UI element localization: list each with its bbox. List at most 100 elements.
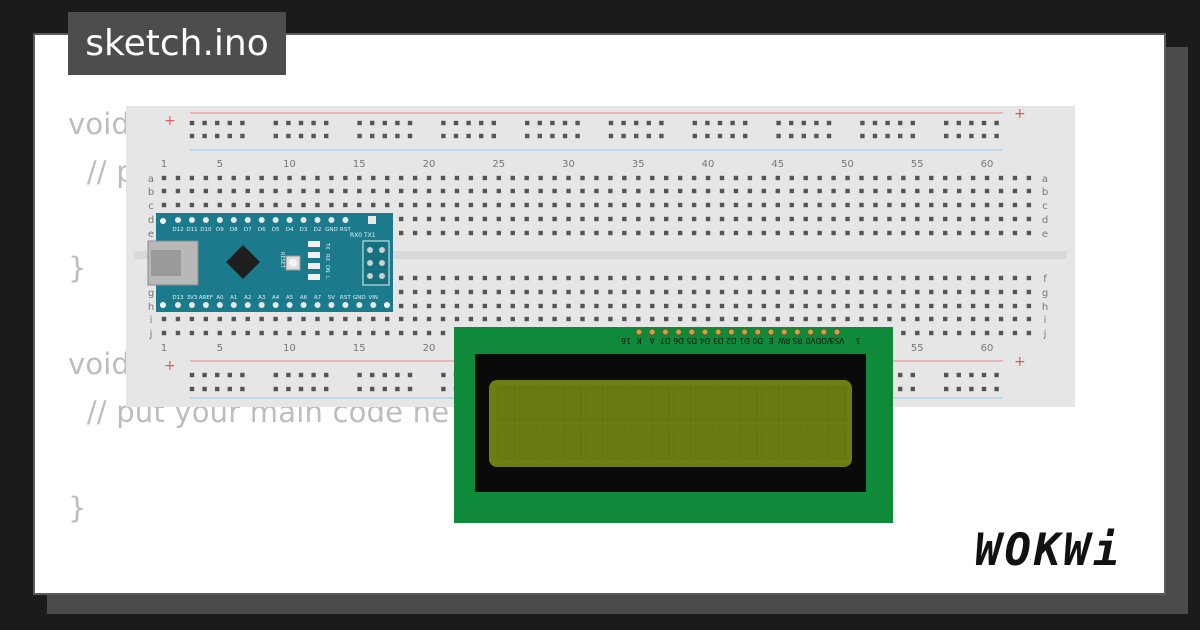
arduino-pin[interactable]: [216, 302, 223, 308]
breadboard-hole: [831, 202, 836, 208]
rail-hole: [189, 386, 195, 392]
arduino-pin[interactable]: [370, 302, 377, 308]
arduino-pin[interactable]: [300, 217, 307, 223]
row-letter: b: [1042, 187, 1048, 198]
breadboard-hole: [636, 289, 641, 295]
breadboard-hole: [901, 188, 906, 194]
breadboard-hole: [440, 275, 446, 281]
lcd-pin[interactable]: [635, 328, 643, 336]
rail-hole: [395, 386, 400, 392]
file-tab[interactable]: sketch.ino: [68, 12, 286, 75]
arduino-pin[interactable]: [342, 302, 349, 308]
breadboard-hole: [677, 303, 683, 309]
arduino-pin[interactable]: [188, 302, 195, 308]
lcd-pin[interactable]: [780, 328, 788, 336]
lcd-pin[interactable]: [807, 328, 815, 336]
arduino-pin[interactable]: [175, 217, 181, 223]
row-letter: d: [1042, 215, 1048, 226]
arduino-pin[interactable]: [258, 302, 265, 308]
rail-hole: [994, 386, 999, 392]
rail-hole: [227, 372, 232, 378]
lcd-pin[interactable]: [833, 328, 841, 336]
usb-port: [151, 250, 181, 276]
lcd-pin[interactable]: [727, 328, 735, 336]
breadboard-hole: [622, 289, 627, 295]
breadboard-hole: [440, 303, 446, 309]
arduino-pin[interactable]: [188, 217, 195, 223]
arduino-pin[interactable]: [258, 217, 265, 223]
breadboard-hole: [789, 188, 794, 194]
arduino-pin-label: GND: [353, 295, 366, 301]
arduino-pin-label: VIN: [369, 295, 379, 301]
arduino-pin[interactable]: [175, 302, 181, 308]
column-number: 25: [492, 159, 505, 170]
breadboard-hole: [412, 230, 418, 236]
breadboard-hole: [217, 175, 222, 181]
arduino-pin[interactable]: [356, 302, 363, 308]
arduino-pin[interactable]: [342, 217, 349, 223]
rail-hole: [189, 120, 195, 126]
rail-hole: [814, 133, 819, 139]
breadboard-hole: [956, 289, 962, 295]
lcd-pin[interactable]: [648, 328, 656, 336]
breadboard-hole: [468, 303, 474, 309]
breadboard-hole: [775, 216, 780, 222]
lcd-pin-label: V0: [805, 336, 815, 345]
breadboard-center-channel: [134, 251, 1067, 259]
breadboard-hole: [1012, 188, 1018, 194]
breadboard-hole: [789, 316, 794, 322]
arduino-pin[interactable]: [314, 302, 321, 308]
breadboard-hole: [775, 202, 780, 208]
arduino-pin[interactable]: [314, 217, 321, 223]
lcd-pin[interactable]: [754, 328, 762, 336]
arduino-pin[interactable]: [202, 217, 209, 223]
arduino-pin[interactable]: [300, 302, 307, 308]
arduino-pin[interactable]: [202, 302, 209, 308]
arduino-pin[interactable]: [286, 217, 293, 223]
lcd-pin[interactable]: [793, 328, 801, 336]
breadboard-hole: [315, 316, 320, 322]
lcd-pin[interactable]: [714, 328, 722, 336]
breadboard-hole: [873, 188, 878, 194]
lcd-pin[interactable]: [741, 328, 749, 336]
breadboard-hole: [482, 303, 488, 309]
breadboard-hole: [301, 202, 306, 208]
rail-hole: [466, 120, 471, 126]
arduino-pin[interactable]: [272, 217, 279, 223]
arduino-pin[interactable]: [286, 302, 293, 308]
breadboard-hole: [650, 316, 655, 322]
breadboard-hole: [552, 275, 557, 281]
arduino-pin[interactable]: [230, 217, 237, 223]
arduino-pin[interactable]: [368, 216, 376, 224]
breadboard-hole: [733, 303, 739, 309]
column-number: 50: [841, 159, 854, 170]
lcd-pin[interactable]: [820, 328, 828, 336]
breadboard-hole: [398, 230, 404, 236]
arduino-pin[interactable]: [216, 217, 223, 223]
breadboard-hole: [761, 230, 767, 236]
breadboard-hole: [440, 289, 446, 295]
arduino-pin[interactable]: [328, 302, 335, 308]
arduino-pin[interactable]: [244, 217, 251, 223]
arduino-pin[interactable]: [272, 302, 279, 308]
arduino-pin[interactable]: [328, 217, 335, 223]
breadboard-hole: [929, 202, 934, 208]
lcd-pin[interactable]: [661, 328, 669, 336]
lcd-pin[interactable]: [767, 328, 775, 336]
breadboard-hole: [496, 275, 501, 281]
arduino-pin[interactable]: [230, 302, 237, 308]
breadboard-hole: [329, 202, 334, 208]
lcd-pin-label: D1: [739, 336, 750, 345]
lcd-pin[interactable]: [675, 328, 683, 336]
lcd-pin[interactable]: [701, 328, 709, 336]
lcd-pin-label: D4: [699, 336, 710, 345]
lcd-pin[interactable]: [688, 328, 696, 336]
breadboard-hole: [677, 188, 683, 194]
breadboard-hole: [287, 188, 292, 194]
arduino-pin[interactable]: [244, 302, 251, 308]
breadboard-hole: [650, 303, 655, 309]
breadboard-hole: [608, 202, 613, 208]
breadboard-hole: [998, 188, 1004, 194]
